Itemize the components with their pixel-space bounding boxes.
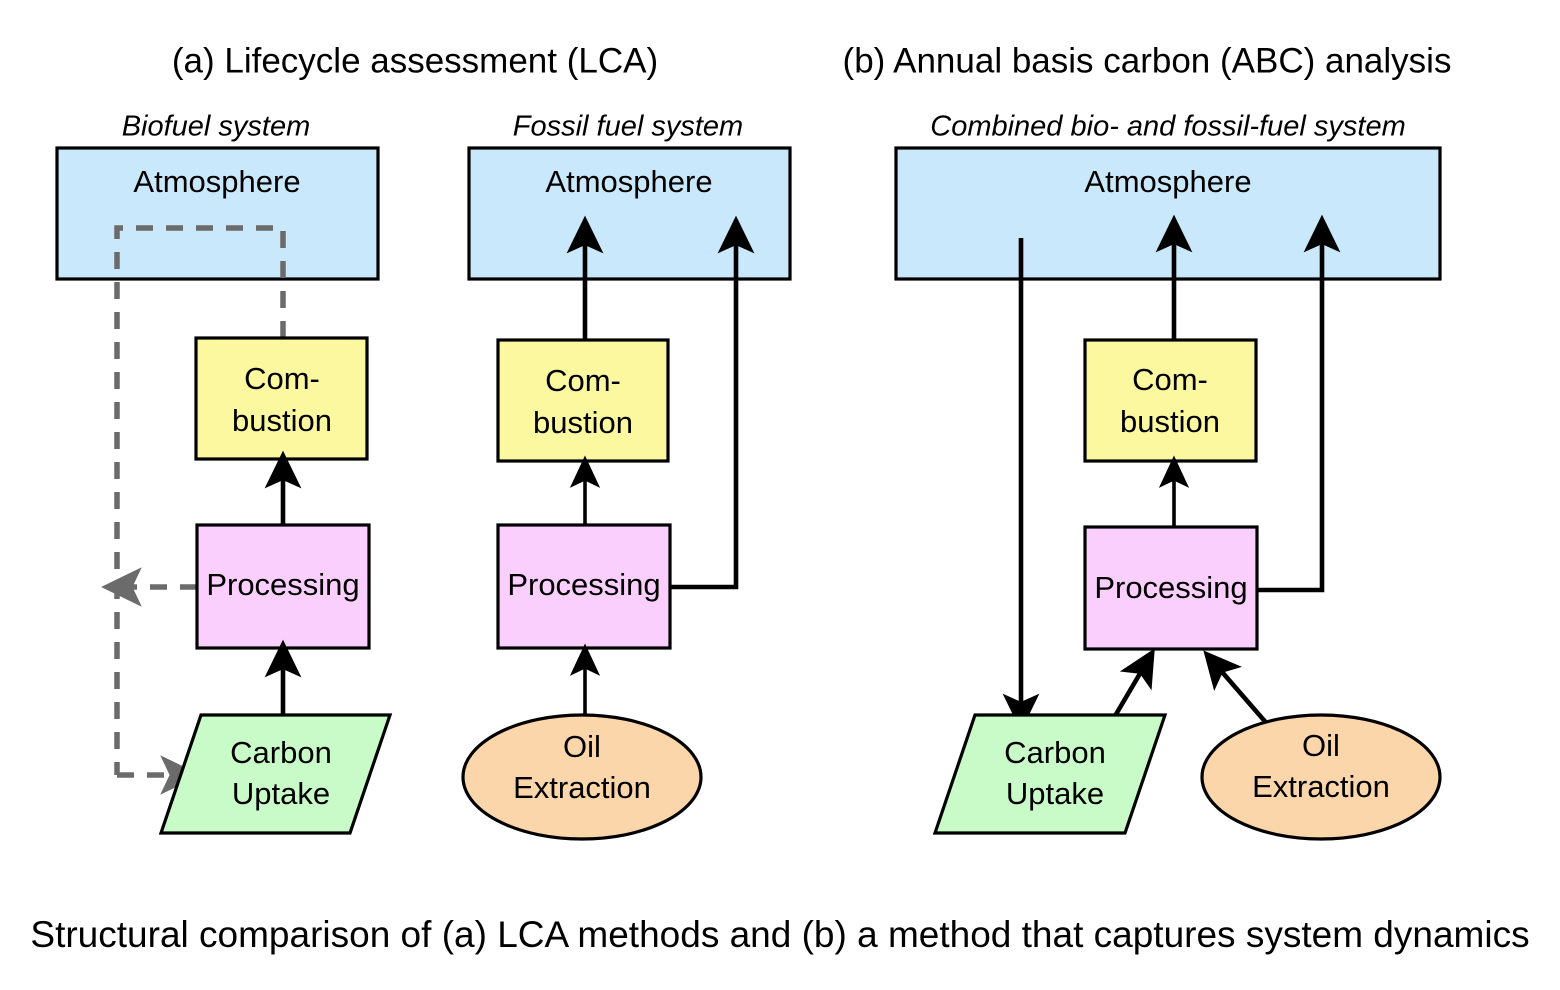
combined-combustion-label-line1: Com- (1132, 362, 1208, 397)
panel-a-title: (a) Lifecycle assessment (LCA) (172, 41, 658, 80)
biofuel-combustion-label-line1: Com- (244, 361, 320, 396)
combined-oil-extraction-shape (1200, 713, 1442, 841)
combined-atmosphere-label: Atmosphere (1084, 164, 1251, 199)
combined-carbon-uptake-node: Carbon Uptake (932, 713, 1168, 835)
combined-combustion-shape (1083, 338, 1258, 463)
combined-oil-extraction-label-line1: Oil (1302, 728, 1340, 763)
fossil-atmosphere-node: Atmosphere (467, 146, 792, 281)
combined-oil-extraction-label-line2: Extraction (1252, 769, 1390, 804)
combined-combustion-label-line2: bustion (1120, 404, 1220, 439)
combined-processing-node: Processing (1083, 525, 1259, 651)
combined-carbon-uptake-label-line2: Uptake (1006, 776, 1104, 811)
fossil-combustion-shape (496, 338, 670, 463)
combined-processing-shape (1083, 525, 1259, 651)
biofuel-carbon-uptake-label-line1: Carbon (230, 735, 332, 770)
fossil-combustion-label-line2: bustion (533, 405, 633, 440)
fossil-processing-node: Processing (496, 523, 672, 650)
combined-atmosphere-node: Atmosphere (894, 146, 1442, 281)
fossil-atmosphere-label: Atmosphere (545, 164, 712, 199)
biofuel-combustion-node: Com- bustion (194, 336, 369, 461)
combined-processing-to-atmosphere-flow (1257, 214, 1341, 593)
biofuel-carbon-uptake-node: Carbon Uptake (158, 713, 393, 835)
fossil-oil-extraction-shape (461, 713, 703, 841)
combined-processing-label: Processing (1094, 570, 1247, 605)
biofuel-carbon-uptake-label-line2: Uptake (232, 776, 330, 811)
biofuel-combustion-label-line2: bustion (232, 403, 332, 438)
fossil-oil-extraction-node: Oil Extraction (461, 713, 703, 841)
fossil-oil-extraction-label-line1: Oil (563, 729, 601, 764)
combined-carbon-uptake-shape (932, 713, 1168, 835)
biofuel-system-label: Biofuel system (122, 111, 311, 143)
fossil-processing-to-atmosphere-flow (670, 215, 755, 590)
fossil-combustion-label-line1: Com- (545, 363, 621, 398)
fossil-oil-extraction-label-line2: Extraction (513, 770, 651, 805)
combined-combustion-node: Com- bustion (1083, 338, 1258, 463)
biofuel-processing-label: Processing (206, 567, 359, 602)
combined-carbon-uptake-label-line1: Carbon (1004, 735, 1106, 770)
fossil-combustion-node: Com- bustion (496, 338, 670, 463)
panel-b-title: (b) Annual basis carbon (ABC) analysis (843, 41, 1452, 80)
combined-system-label: Combined bio- and fossil-fuel system (930, 111, 1405, 143)
figure-caption: Structural comparison of (a) LCA methods… (30, 914, 1529, 955)
biofuel-combustion-shape (194, 336, 369, 461)
combined-atmosphere-shape (894, 146, 1442, 281)
biofuel-atmosphere-label: Atmosphere (133, 164, 300, 199)
biofuel-atmosphere-shape (55, 146, 380, 281)
biofuel-carbon-uptake-shape (158, 713, 393, 835)
combined-oil-extraction-node: Oil Extraction (1200, 713, 1442, 841)
biofuel-combustion-to-atmosphere-dashed-flow (114, 225, 286, 775)
biofuel-processing-node: Processing (195, 523, 371, 650)
fossil-processing-label: Processing (507, 567, 660, 602)
biofuel-atmosphere-node: Atmosphere (55, 146, 380, 281)
fossil-fuel-system-label: Fossil fuel system (513, 111, 743, 143)
